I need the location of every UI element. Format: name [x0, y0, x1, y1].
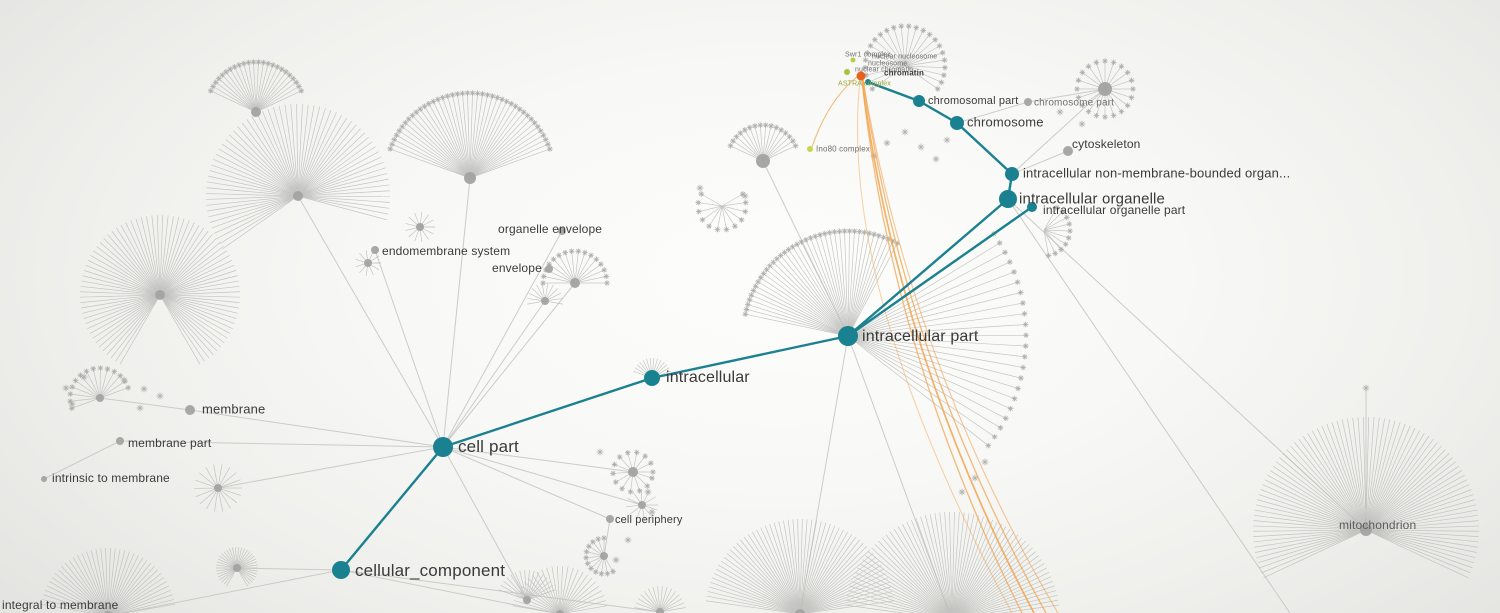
- graph-node-intracellular_organelle_part[interactable]: [1027, 202, 1037, 212]
- nuclear-chromatin-node[interactable]: [844, 69, 850, 75]
- go-term-node[interactable]: [233, 564, 241, 572]
- go-term-node[interactable]: [371, 246, 379, 254]
- go-term-node[interactable]: [116, 437, 124, 445]
- graph-node-intracellular_organelle[interactable]: [999, 190, 1017, 208]
- orange-edges-layer: [811, 75, 1059, 613]
- go-term-node[interactable]: [556, 610, 564, 613]
- go-term-node[interactable]: [638, 501, 646, 509]
- go-term-node[interactable]: [293, 191, 303, 201]
- go-term-node[interactable]: [606, 515, 614, 523]
- go-term-node[interactable]: [656, 608, 664, 613]
- go-term-node[interactable]: [214, 484, 222, 492]
- go-term-node[interactable]: [628, 467, 638, 477]
- go-term-node[interactable]: [96, 394, 104, 402]
- nucleosome-node[interactable]: [856, 71, 866, 81]
- gray-nodes-layer: [41, 82, 1372, 613]
- go-term-node[interactable]: [1024, 98, 1032, 106]
- go-term-node[interactable]: [251, 107, 261, 117]
- go-term-node[interactable]: [1360, 524, 1372, 536]
- graph-node-chromosomal_part[interactable]: [913, 95, 925, 107]
- graph-node-intracellular_part[interactable]: [838, 326, 858, 346]
- go-term-node[interactable]: [570, 278, 580, 288]
- go-term-node[interactable]: [1063, 146, 1073, 156]
- go-term-node[interactable]: [185, 405, 195, 415]
- graph-node-chromatin_cluster_anchor[interactable]: [865, 79, 871, 85]
- go-term-node[interactable]: [1098, 82, 1112, 96]
- go-term-node[interactable]: [558, 227, 566, 235]
- go-term-node[interactable]: [155, 290, 165, 300]
- go-term-node[interactable]: [541, 297, 549, 305]
- nuclear-nucleosome-node[interactable]: [850, 57, 856, 63]
- go-term-node[interactable]: [523, 596, 531, 604]
- fan-clusters-layer: [40, 26, 1479, 613]
- go-term-node[interactable]: [600, 552, 608, 560]
- go-term-node[interactable]: [545, 265, 553, 273]
- go-term-node[interactable]: [416, 223, 424, 231]
- graph-node-intracellular_non_membrane_bounded_organelle[interactable]: [1005, 167, 1019, 181]
- go-term-node[interactable]: [464, 172, 476, 184]
- graph-node-cellular_component[interactable]: [332, 561, 350, 579]
- ino80-complex-node[interactable]: [807, 146, 813, 152]
- go-term-node[interactable]: [41, 476, 47, 482]
- go-term-node[interactable]: [364, 259, 372, 267]
- go-term-node[interactable]: [795, 609, 805, 613]
- highlight-nodes-layer: [332, 79, 1037, 579]
- graph-node-cell_part[interactable]: [433, 437, 453, 457]
- graph-node-chromosome[interactable]: [950, 116, 964, 130]
- graph-node-intracellular[interactable]: [644, 370, 660, 386]
- go-term-node[interactable]: [756, 154, 770, 168]
